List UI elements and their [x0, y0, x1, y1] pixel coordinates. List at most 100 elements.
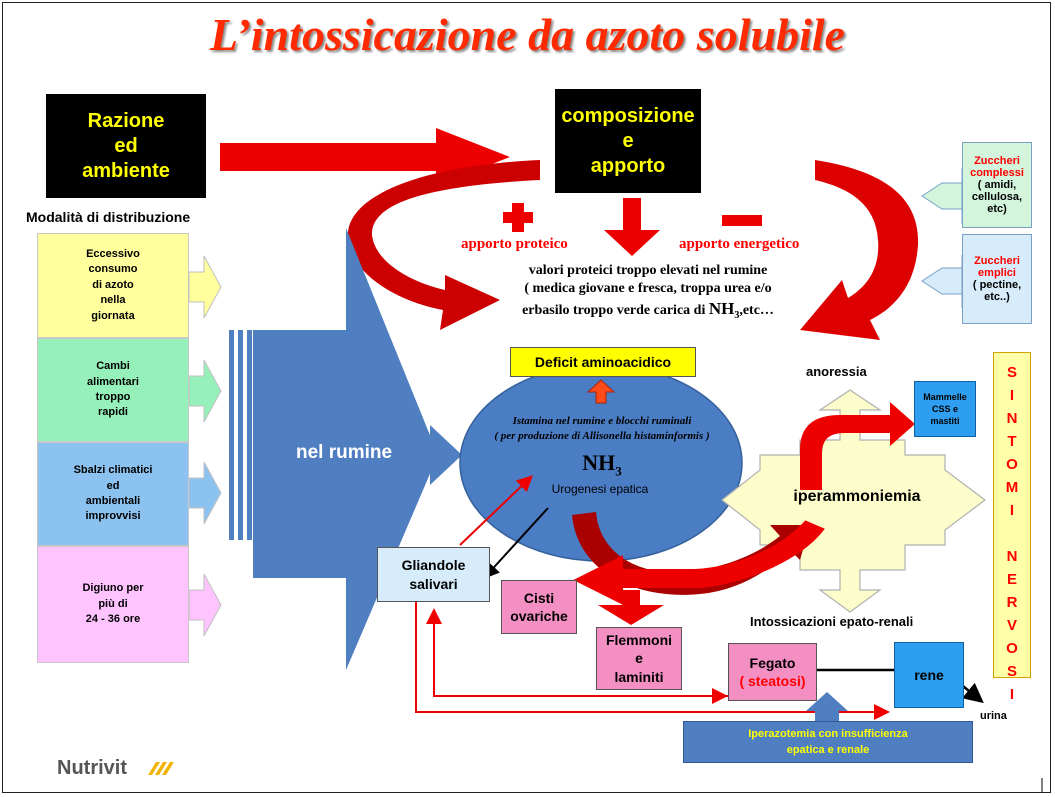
modalita-box-digiuno: Digiuno per più di 24 - 36 ore [37, 546, 189, 663]
anoressia-label: anoressia [806, 364, 867, 379]
sintomi-letter: T [1007, 433, 1017, 450]
zuccheri-detail: etc..) [984, 291, 1010, 303]
arrow-down-composizione [604, 198, 660, 256]
sintomi-letter: M [1005, 479, 1019, 496]
mod-arrow-1 [188, 255, 222, 319]
flemmoni-line: Flemmoni [605, 632, 673, 649]
curved-arrow-left [347, 160, 540, 330]
arrow-to-cisti [573, 520, 825, 605]
mod-arrow-3 [188, 461, 222, 525]
iperazotemia-line: Iperazotemia con insufficienza [748, 727, 908, 740]
sintomi-letter: S [1006, 663, 1017, 680]
loop-inner [426, 608, 728, 697]
curved-arrow-right [800, 160, 919, 340]
modalita-line: di azoto [92, 278, 134, 291]
arrow-to-mammelle [800, 402, 915, 490]
composizione-line: composizione [561, 104, 695, 127]
sintomi-letter: O [1006, 456, 1018, 473]
zuccheri-detail: ( pectine, [972, 279, 1022, 291]
loop-outer [415, 600, 890, 720]
nutrivit-logo: Nutrivit [57, 757, 127, 779]
arrow-up-iperazotemia [806, 692, 848, 722]
modalita-line: 24 - 36 ore [85, 613, 141, 626]
sintomi-letter: I [1009, 502, 1015, 519]
urina-label: urina [980, 710, 1007, 722]
razione-line: ambiente [82, 159, 170, 182]
modalita-line: Digiuno per [82, 582, 144, 595]
sintomi-letter: R [1006, 594, 1018, 611]
modalita-line: più di [98, 597, 128, 610]
sintomi-nervosi-box: S I N T O M I N E R V O S I [993, 352, 1031, 703]
arrow-to-flemmoni [598, 590, 664, 625]
mod-arrow-4 [188, 573, 222, 637]
modalita-line: improvvisi [85, 510, 141, 523]
zuccheri-detail: etc) [987, 203, 1007, 215]
modalita-line: Cambi [96, 360, 130, 373]
zuccheri-arrow-2 [921, 255, 963, 308]
modalita-line: consumo [88, 263, 138, 276]
ghiandole-box: Gliandole salivari [377, 547, 490, 602]
valori-line-3-post: ,etc… [739, 303, 774, 319]
zuccheri-title: Zuccheri [974, 255, 1020, 267]
line-ghiandole-ellipse [459, 475, 533, 546]
cisti-line: Cisti [523, 589, 555, 606]
page-title: L’intossicazione da azoto solubile [209, 9, 846, 60]
modalita-box-sbalzi: Sbalzi climatici ed ambientali improvvis… [37, 442, 189, 546]
zuccheri-title: emplici [978, 267, 1016, 279]
arrow-razione-composizione [220, 128, 510, 186]
valori-line-3: erbasilo troppo verde carica di NH3,etc… [488, 298, 808, 322]
sintomi-letter: I [1009, 387, 1015, 404]
sintomi-letter: N [1006, 410, 1018, 427]
mammelle-box: Mammelle CSS e mastiti [914, 381, 976, 437]
zuccheri-title: Zuccheri [974, 155, 1020, 167]
zuccheri-complessi-box: Zuccheri complessi ( amidi, cellulosa, e… [962, 142, 1032, 228]
flemmoni-box: Flemmoni e laminiti [596, 627, 682, 690]
mod-arrow-2 [188, 359, 222, 423]
iperazotemia-line: epatica e renale [786, 744, 870, 756]
line-ellipse-ghiandole [483, 507, 549, 579]
zuccheri-arrow-1 [921, 168, 963, 224]
istamina-line-2: ( per produzione di Allisonella histamin… [494, 429, 710, 442]
modalita-line: Sbalzi climatici [73, 464, 153, 477]
sintomi-letter: N [1006, 548, 1018, 565]
modalita-line: nella [100, 294, 126, 307]
composizione-line: apporto [590, 154, 666, 177]
valori-line-3-pre: erbasilo troppo verde carica di [522, 303, 709, 319]
cisti-line: ovariche [510, 608, 568, 624]
modalita-line: rapidi [98, 406, 128, 419]
istamina-text: Istamina nel rumine e blocchi ruminali (… [462, 414, 742, 444]
composizione-box: composizione e apporto [555, 89, 701, 193]
minus-shape [722, 215, 762, 226]
modalita-box-cambi: Cambi alimentari troppo rapidi [37, 338, 189, 442]
modalita-line: ambientali [85, 495, 141, 507]
mammelle-line: Mammelle [923, 391, 967, 402]
flemmoni-line: laminiti [614, 668, 664, 685]
plus-shape-v [512, 203, 524, 232]
rene-box: rene [894, 642, 964, 708]
valori-line-2: ( medica giovane e fresca, troppa urea e… [524, 281, 772, 297]
valori-nh-sub: 3 [734, 310, 740, 322]
cream-cross [721, 389, 986, 613]
arrow-to-ellipse [420, 425, 462, 485]
mammelle-line: mastiti [930, 416, 960, 427]
modalita-line: troppo [95, 391, 131, 403]
logo-mark-2 [155, 762, 167, 775]
valori-nh: NH [708, 299, 735, 319]
sintomi-letter [1010, 522, 1014, 545]
nel-rumine-label: nel rumine [296, 442, 393, 463]
iperazotemia-box: Iperazotemia con insufficienza epatica e… [683, 721, 973, 763]
urogenesi-label: Urogenesi epatica [551, 482, 649, 496]
nh3-sub: 3 [615, 463, 622, 479]
modalita-line: giornata [91, 309, 135, 322]
stripe-2 [238, 330, 243, 540]
cisti-box: Cisti ovariche [501, 580, 577, 634]
istamina-line-1: Istamina nel rumine e blocchi ruminali [512, 415, 692, 427]
sintomi-letter: I [1009, 686, 1015, 703]
sintomi-letter: O [1006, 640, 1018, 657]
modalita-line: Eccessivo [86, 248, 140, 261]
stripe-1 [229, 330, 234, 540]
apporto-energetico-label: apporto energetico [679, 236, 800, 252]
composizione-line: e [622, 129, 634, 152]
zuccheri-title: complessi [970, 167, 1024, 179]
